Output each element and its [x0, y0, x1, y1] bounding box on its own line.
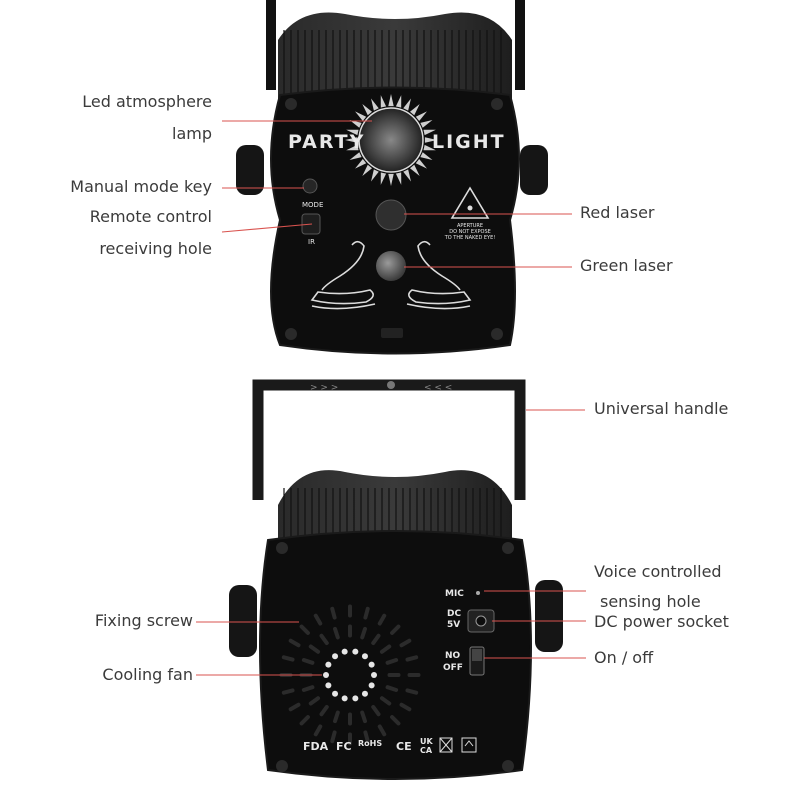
mic-hole	[476, 591, 480, 595]
back-screw-bl	[276, 760, 288, 772]
certification-marks: FDA FC RoHS CE UK CA	[303, 737, 477, 755]
back-device: > > > < < < MIC DC 5V	[229, 379, 563, 780]
callout-on-off: On / off	[594, 648, 654, 667]
front-vent-slot	[381, 328, 403, 338]
callout-universal-handle: Universal handle	[594, 399, 729, 418]
warning-text-line-3: TO THE NAKED EYE!	[444, 235, 496, 241]
mode-key-label: MODE	[302, 201, 323, 209]
cert-ce: CE	[396, 740, 412, 753]
laser-warning-burst	[467, 205, 473, 211]
callout-red-laser: Red laser	[580, 203, 655, 222]
callout-green-laser: Green laser	[580, 256, 673, 275]
indoor-use-icon	[461, 737, 477, 753]
switch-on-label: NO	[445, 651, 461, 661]
warning-text-line-1: APERTURE	[457, 223, 483, 229]
green-laser-aperture	[376, 251, 406, 281]
red-laser-aperture	[375, 199, 407, 231]
seal-illustration-right	[406, 240, 472, 310]
ir-label: IR	[308, 238, 315, 246]
front-screw-bl	[285, 328, 297, 340]
cert-ca: CA	[420, 746, 433, 755]
back-panel	[259, 530, 532, 780]
led-lamp-rays	[345, 94, 437, 186]
back-screw-br	[502, 760, 514, 772]
cooling-fan-grille	[279, 604, 421, 746]
callout-led-lamp-line-1: Led atmosphere	[82, 92, 212, 111]
dc-socket-pin	[475, 615, 487, 627]
cert-uk: UK	[420, 737, 433, 746]
cert-rohs: RoHS	[358, 739, 382, 748]
seal-illustration-left	[310, 240, 376, 310]
mode-key-button[interactable]	[302, 178, 318, 194]
callout-manual-mode-key: Manual mode key	[70, 177, 212, 196]
front-screw-tl	[285, 98, 297, 110]
brand-text-party: PARTY	[288, 131, 365, 153]
brand-text-light: LIGHT	[432, 131, 506, 153]
back-fixing-screw-knob-left[interactable]	[229, 585, 257, 657]
back-screw-tr	[502, 542, 514, 554]
front-knob-right	[520, 145, 548, 195]
callout-voice-hole-line-2: sensing hole	[600, 592, 701, 611]
svg-text:> > >: > > >	[310, 383, 338, 393]
callout-fixing-screw: Fixing screw	[94, 611, 193, 630]
led-atmosphere-lamp	[358, 107, 424, 173]
front-device: PARTY LIGHT MODE IR APERTURE DO NOT EXPO…	[236, 0, 548, 355]
callout-led-lamp-line-2: lamp	[172, 124, 212, 143]
handle-markings: > > > < < <	[310, 381, 452, 393]
cert-fc: FC	[336, 740, 352, 753]
back-screw-tl	[276, 542, 288, 554]
front-body-fins	[278, 12, 512, 111]
back-leader-lines	[196, 409, 586, 676]
front-screw-tr	[491, 98, 503, 110]
switch-off-label: OFF	[443, 663, 463, 673]
cert-fda: FDA	[303, 740, 329, 753]
back-fixing-screw-knob-right[interactable]	[535, 580, 563, 652]
mic-label: MIC	[445, 589, 464, 599]
callout-remote-hole-line-1: Remote control	[89, 207, 212, 226]
laser-warning-icon	[450, 186, 490, 219]
front-bracket-left	[266, 0, 276, 90]
dc-voltage-label: 5V	[447, 620, 460, 630]
weee-bin-icon	[439, 737, 453, 753]
front-bracket-right	[515, 0, 525, 90]
front-knob-left	[236, 145, 264, 195]
front-screw-br	[491, 328, 503, 340]
dc-label: DC	[447, 609, 461, 619]
front-leader-lines	[221, 120, 572, 268]
warning-text-line-2: DO NOT EXPOSE	[449, 229, 491, 235]
callout-dc-socket: DC power socket	[594, 612, 729, 631]
on-off-switch-toggle[interactable]	[472, 649, 482, 661]
callout-voice-hole-line-1: Voice controlled	[594, 562, 722, 581]
callout-remote-hole-line-2: receiving hole	[99, 239, 212, 258]
svg-text:< < <: < < <	[424, 383, 452, 393]
callout-cooling-fan: Cooling fan	[102, 665, 193, 684]
